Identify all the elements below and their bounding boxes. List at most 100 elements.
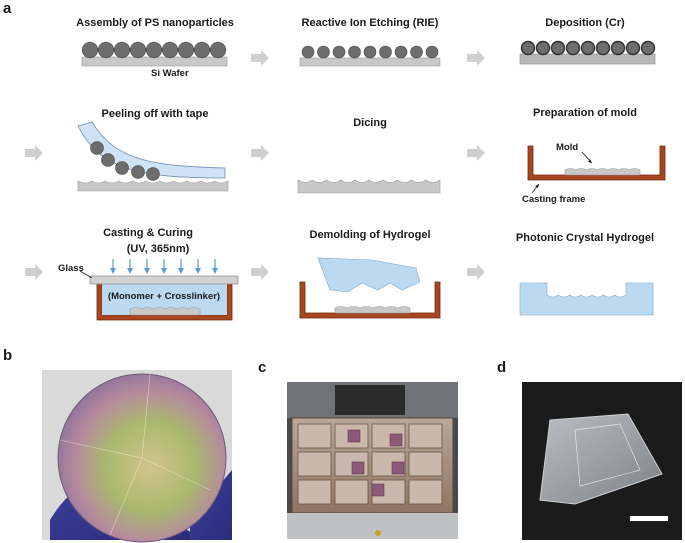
step-mold-prep: Preparation of mold Mold Casting frame [522,107,666,205]
step-rie: Reactive Ion Etching (RIE) [299,17,441,67]
panel-label-d: d [497,359,506,376]
tray-cell [334,479,369,505]
flow-arrow [467,264,485,280]
coated-particle [535,40,551,56]
coated-particle [595,40,611,56]
photo-molds [287,382,458,539]
scale-bar [630,516,668,521]
flow-arrow [25,145,43,161]
tray-cell [297,479,332,505]
tray-cell [408,423,443,449]
tray-cell [408,451,443,477]
coated-particle-row [520,40,656,56]
flow-arrows [25,50,485,280]
step-9-title: Photonic Crystal Hydrogel [516,232,654,244]
peeled-particle [115,161,129,175]
mold-sample [347,429,361,443]
uv-label: (UV, 365nm) [127,243,190,255]
peeled-particle [131,165,145,179]
flow-arrow [251,264,269,280]
flow-arrow [251,50,269,66]
casting-frame-label: Casting frame [522,194,585,205]
peeled-particle [146,167,160,181]
step-8-title: Demolding of Hydrogel [310,229,431,241]
ps-particle [161,41,179,59]
etched-particle-row [301,45,439,59]
monomer-label: (Monomer + Crosslinker) [108,291,220,302]
step-demolding: Demolding of Hydrogel [299,229,441,319]
step-2-title: Reactive Ion Etching (RIE) [302,17,439,29]
step-deposition: Deposition (Cr) [519,17,656,65]
peeling-hydrogel [317,257,421,293]
mold-sample [391,461,405,475]
ps-particle [81,41,99,59]
diced-substrate [297,179,441,194]
ps-particle [113,41,131,59]
glass-label: Glass [58,263,84,274]
peeled-particle [90,141,104,155]
coated-particle [580,40,596,56]
ps-particle [129,41,147,59]
coated-particle [565,40,581,56]
demold-frame [299,281,441,319]
ps-particle [177,41,195,59]
si-wafer-label: Si Wafer [151,68,189,79]
panel-label-b: b [3,347,12,364]
step-7-title: Casting & Curing [103,227,193,239]
etched-particle [301,45,315,59]
step-5-title: Dicing [353,117,387,129]
step-photonic-hydrogel: Photonic Crystal Hydrogel [516,232,654,316]
coated-particle [520,40,536,56]
mold [564,168,641,176]
etched-particle [317,45,330,59]
si-wafer-substrate [81,56,228,67]
dimpled-substrate [77,180,229,192]
ps-particle-row [81,41,227,59]
tray-cells [297,423,443,505]
coated-particle [640,40,656,56]
coated-particle [610,40,626,56]
step-4-title: Peeling off with tape [102,108,209,120]
hydrogel-sample [539,413,663,505]
flow-arrow [251,145,269,161]
ps-particle [145,41,163,59]
etched-particle [379,45,392,59]
photonic-crystal-hydrogel [519,282,654,316]
ps-particle [193,41,211,59]
ps-particle [209,41,227,59]
step-casting: Casting & Curing (UV, 365nm) Glass (Mono… [58,227,239,321]
tray-cell [297,423,332,449]
step-peeling: Peeling off with tape [77,108,229,192]
uv-arrows [110,259,218,274]
photo-hydrogel [522,382,682,540]
step-assembly: Assembly of PS nanoparticles Si Wafer [76,17,234,79]
panel-label-a: a [3,0,12,17]
tray-cell [408,479,443,505]
step-6-title: Preparation of mold [533,107,637,119]
flow-arrow [25,264,43,280]
mold-sample [371,483,385,497]
panel-label-c: c [258,359,266,376]
ps-particle [97,41,115,59]
step-1-title: Assembly of PS nanoparticles [76,17,234,29]
mold-sample [351,461,365,475]
photo-wafer [42,370,232,543]
flow-arrow [467,145,485,161]
deposition-substrate [519,53,656,65]
etched-particle [425,45,439,59]
peeled-particle [101,153,115,167]
etched-particle [348,45,361,59]
coated-particle [625,40,641,56]
peeled-particles [90,141,160,181]
step-3-title: Deposition (Cr) [545,17,625,29]
etched-particle [332,45,346,59]
demold-mold [334,306,411,314]
coated-particle [550,40,566,56]
rie-substrate [299,57,441,67]
casting-frame [527,145,666,181]
mold-sample [389,433,403,447]
mold-label: Mold [556,142,578,153]
tray-cell [297,451,332,477]
etched-particle [363,45,377,59]
